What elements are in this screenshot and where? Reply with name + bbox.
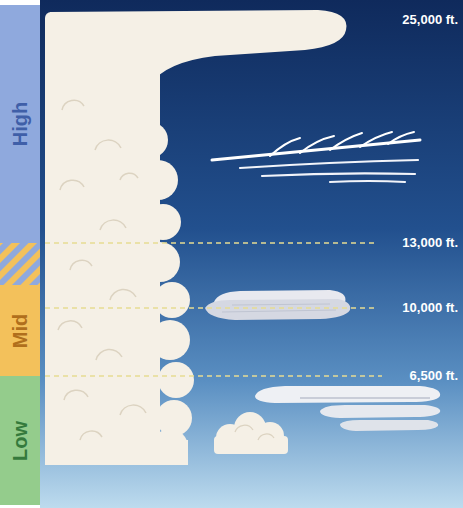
stratus-shading bbox=[300, 397, 430, 399]
altostratus-cloud bbox=[205, 299, 350, 320]
altitude-line bbox=[45, 242, 378, 243]
cloud-puff bbox=[145, 204, 181, 240]
cloud-tower bbox=[45, 12, 160, 465]
altitude-label: 25,000 ft. bbox=[402, 12, 458, 28]
cloud-puff bbox=[158, 362, 194, 398]
stratus-cloud bbox=[255, 386, 440, 403]
altitude-line bbox=[45, 375, 382, 376]
altitude-label: 13,000 ft. bbox=[402, 235, 458, 251]
cumulus-base bbox=[214, 436, 288, 454]
cloud-puff bbox=[132, 122, 168, 158]
cloud-puff bbox=[150, 320, 190, 360]
transition-hatch bbox=[0, 243, 40, 285]
altitude-label: 10,000 ft. bbox=[402, 300, 458, 316]
altitude-band: High bbox=[0, 5, 40, 243]
altitude-band: Mid bbox=[0, 285, 40, 376]
band-label: Mid bbox=[10, 313, 30, 347]
bar-margin bbox=[0, 0, 40, 508]
band-label: Low bbox=[10, 421, 30, 461]
altitude-line bbox=[45, 307, 378, 308]
cloud-puff bbox=[152, 429, 188, 465]
cirrus-streak bbox=[240, 160, 418, 182]
cirrus-hook bbox=[270, 132, 414, 156]
altitude-band: Low bbox=[0, 376, 40, 505]
cloud-puff bbox=[154, 282, 190, 318]
stratus-cloud bbox=[320, 405, 440, 418]
altitude-label: 6,500 ft. bbox=[410, 368, 458, 384]
stratus-cloud bbox=[340, 420, 438, 431]
cumulus-shading bbox=[235, 425, 274, 440]
cloud-puff bbox=[138, 160, 178, 200]
band-label: High bbox=[10, 102, 30, 146]
cloud-shading bbox=[58, 100, 146, 440]
cloud-puff bbox=[140, 242, 180, 282]
